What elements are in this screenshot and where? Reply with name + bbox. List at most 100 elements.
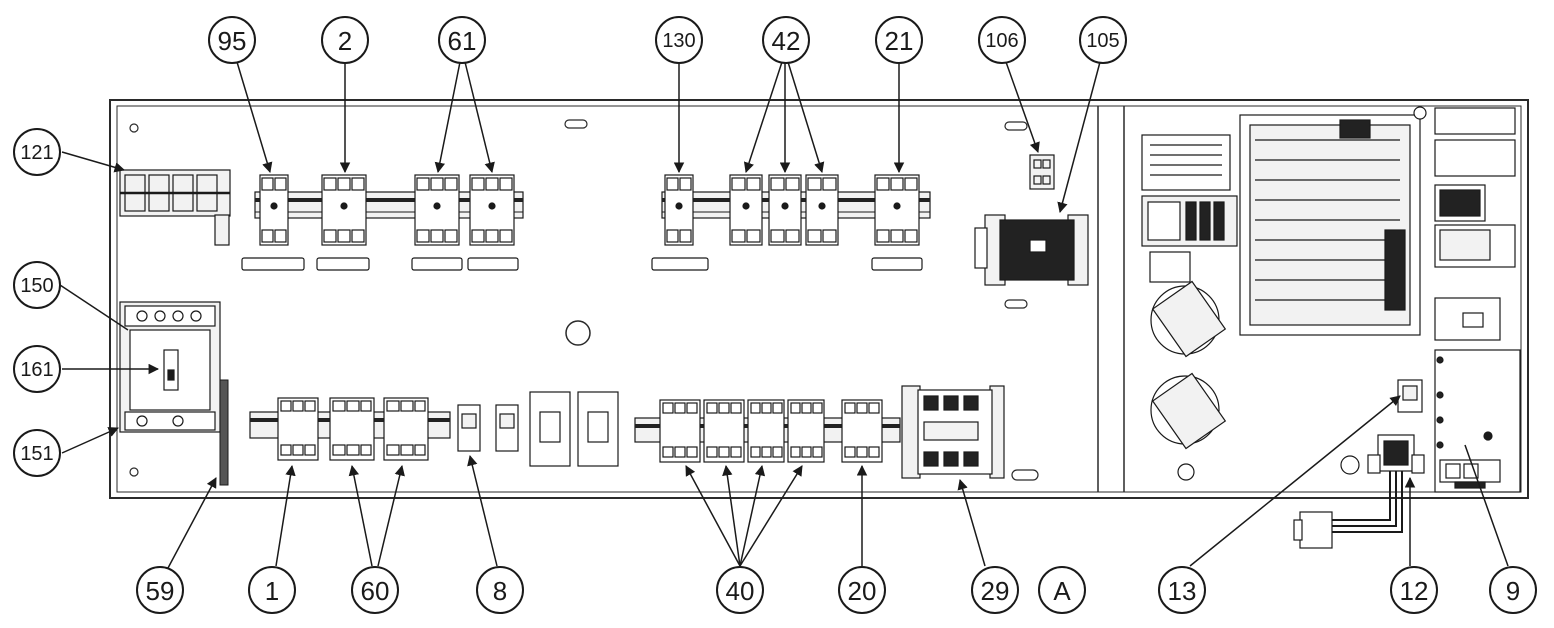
leader-9: [1464, 444, 1509, 567]
callout-59: 59: [146, 576, 175, 606]
callout-A: A: [1053, 576, 1071, 606]
relay-61-a: [414, 174, 460, 246]
terminals-60: [329, 397, 429, 461]
callout-151: 151: [20, 443, 53, 465]
slot-hole: [1011, 469, 1039, 481]
leader-40-c: [739, 464, 766, 567]
transformer-105: [974, 214, 1089, 286]
callout-13-circle: [1158, 566, 1206, 614]
leader-40-b: [722, 464, 741, 567]
relay-95: [259, 174, 289, 246]
callout-130: 130: [662, 30, 695, 52]
panel-inner-edge: [116, 105, 1522, 493]
main-panel: [109, 99, 1529, 499]
callout-60-circle: [351, 566, 399, 614]
callout-A-circle: [1038, 566, 1086, 614]
callout-40-circle: [716, 566, 764, 614]
leader-106: [1005, 61, 1040, 153]
callout-29: 29: [981, 576, 1010, 606]
callout-21-circle: [875, 16, 923, 64]
callout-40: 40: [726, 576, 755, 606]
leader-61-a: [434, 61, 461, 174]
callout-161: 161: [20, 359, 53, 381]
relay-61-b: [469, 174, 515, 246]
leader-40-d: [739, 465, 803, 567]
leader-8: [467, 454, 498, 567]
callout-121: 121: [20, 142, 53, 164]
callout-2: 2: [338, 26, 352, 56]
slot-hole: [1004, 121, 1028, 131]
callout-12-circle: [1390, 566, 1438, 614]
callout-161-circle: [13, 345, 61, 393]
callout-1: 1: [265, 576, 279, 606]
panel-outline: [109, 99, 1529, 499]
callout-59-circle: [136, 566, 184, 614]
leader-151: [61, 427, 119, 454]
contactor-blocks: [529, 391, 619, 467]
label-plates-upper-right: [651, 257, 923, 271]
leader-121: [61, 151, 126, 173]
callout-12: 12: [1400, 576, 1429, 606]
leader-1: [275, 464, 296, 567]
leader-60-b: [377, 464, 405, 567]
leader-42-a: [743, 61, 783, 173]
callout-9-circle: [1489, 566, 1537, 614]
callout-9: 9: [1506, 576, 1520, 606]
callout-61-circle: [438, 16, 486, 64]
callout-29-circle: [971, 566, 1019, 614]
relay-130: [664, 174, 694, 246]
mount-hole: [129, 123, 139, 133]
slot-hole: [564, 119, 588, 129]
terminal-1: [277, 397, 319, 461]
vertical-rail-59: [219, 379, 229, 486]
relay-21: [874, 174, 920, 246]
leader-105: [1057, 61, 1101, 214]
component-106: [1029, 154, 1055, 190]
callout-42: 42: [772, 26, 801, 56]
callout-105-circle: [1079, 16, 1127, 64]
leader-59: [167, 477, 217, 569]
fuse-8: [457, 404, 519, 452]
callout-151-circle: [13, 429, 61, 477]
main-breaker: [119, 301, 221, 433]
callout-20-circle: [838, 566, 886, 614]
slot-hole: [1004, 299, 1028, 309]
leader-61-b: [464, 61, 495, 174]
callout-labels: 95 2 61 130 42 21 106 105 121 150 161 15…: [20, 26, 1520, 606]
knockout-hole: [565, 320, 591, 346]
terminals-40: [659, 399, 825, 463]
callout-61: 61: [448, 26, 477, 56]
component-12: [1293, 434, 1425, 549]
callout-105: 105: [1086, 30, 1119, 52]
fuse-holder-panel: [1141, 134, 1231, 191]
leader-60-a: [348, 464, 373, 567]
terminal-block-121: [119, 169, 231, 246]
relays-42: [729, 174, 839, 246]
mount-hole: [129, 467, 139, 477]
relay-2: [321, 174, 367, 246]
contactor-29: [901, 385, 1005, 479]
callout-106-circle: [978, 16, 1026, 64]
callout-42-circle: [762, 16, 810, 64]
callout-95: 95: [218, 26, 247, 56]
callout-106: 106: [985, 30, 1018, 52]
callout-8-circle: [476, 566, 524, 614]
capacitors: [1150, 280, 1227, 481]
leader-lines: [59, 61, 1509, 569]
leader-29: [957, 478, 986, 567]
callout-121-circle: [13, 128, 61, 176]
callouts: [13, 16, 1537, 614]
callout-8: 8: [493, 576, 507, 606]
callout-150: 150: [20, 275, 53, 297]
callout-20: 20: [848, 576, 877, 606]
callout-150-circle: [13, 261, 61, 309]
callout-95-circle: [208, 16, 256, 64]
callout-13: 13: [1168, 576, 1197, 606]
leader-42-c: [787, 61, 825, 174]
leader-95: [236, 61, 273, 174]
callout-130-circle: [655, 16, 703, 64]
leader-40-a: [685, 465, 741, 567]
callout-21: 21: [885, 26, 914, 56]
